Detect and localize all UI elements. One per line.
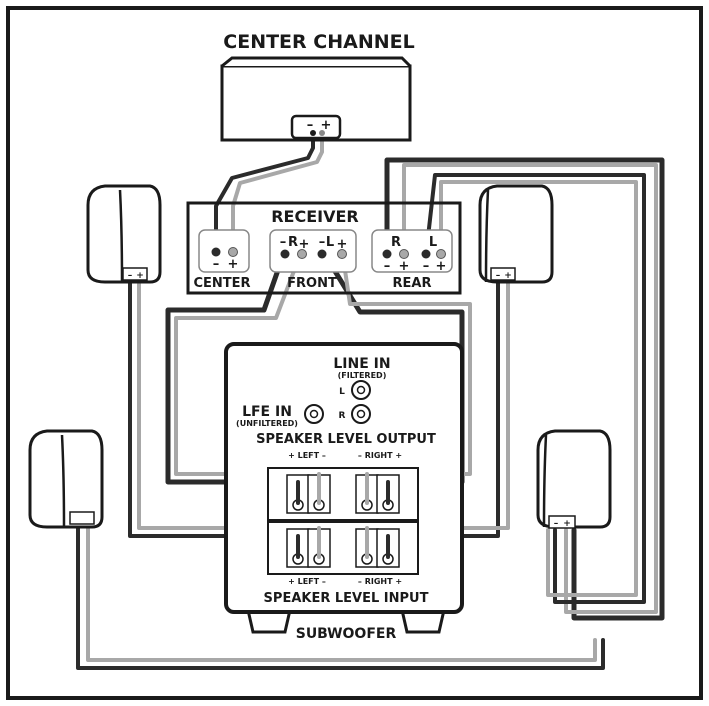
terminal-wire-ends xyxy=(296,472,390,559)
speaker-rear-right: – + xyxy=(536,429,612,529)
svg-text:+: + xyxy=(136,271,144,281)
wire-rear-right-light xyxy=(402,163,658,614)
svg-text:+: + xyxy=(228,257,239,272)
svg-text:–: – xyxy=(319,235,326,250)
svg-text:+: + xyxy=(436,259,447,274)
speaker-front-left: – + xyxy=(86,184,162,284)
subwoofer-label: SUBWOOFER xyxy=(296,626,397,642)
svg-text:L: L xyxy=(339,387,345,397)
svg-text:+: + xyxy=(563,519,571,529)
line-in-label: LINE IN xyxy=(333,356,390,372)
receiver-rear-terminals xyxy=(371,229,453,273)
center-channel-title: CENTER CHANNEL xyxy=(223,31,414,53)
svg-text:–: – xyxy=(213,257,220,272)
center-channel-speaker: – + xyxy=(220,56,412,142)
svg-text:R: R xyxy=(339,411,346,421)
svg-text:+: + xyxy=(321,118,332,133)
svg-text:–: – xyxy=(384,259,391,274)
wire-rear-left-dark xyxy=(424,173,646,604)
speaker-level-input-label: SPEAKER LEVEL INPUT xyxy=(264,591,429,606)
svg-text:– RIGHT +: – RIGHT + xyxy=(358,451,402,460)
svg-text:–: – xyxy=(128,271,133,281)
svg-text:–: – xyxy=(554,519,559,529)
receiver: RECEIVER – + CENTER – R + – L + FRONT R … xyxy=(186,201,462,295)
receiver-center-terminals xyxy=(198,229,250,273)
speaker-rear-left xyxy=(28,429,104,529)
svg-text:–: – xyxy=(423,259,430,274)
svg-text:(UNFILTERED): (UNFILTERED) xyxy=(236,419,298,428)
svg-text:R: R xyxy=(391,235,401,250)
receiver-front-terminals xyxy=(269,229,357,273)
wire-center-light xyxy=(231,133,324,252)
wire-left-rear-dark xyxy=(76,523,605,670)
speaker-front-right: – + xyxy=(478,184,554,284)
svg-text:+ LEFT –: + LEFT – xyxy=(288,451,326,460)
wire-rear-left-light xyxy=(439,180,638,597)
receiver-center-label: CENTER xyxy=(193,276,250,291)
svg-text:L: L xyxy=(429,235,437,250)
svg-text:+: + xyxy=(337,237,348,252)
wire-left-rear-light xyxy=(86,523,597,662)
svg-text:–: – xyxy=(496,271,501,281)
svg-text:L: L xyxy=(326,235,334,250)
svg-text:+: + xyxy=(299,237,310,252)
svg-text:R: R xyxy=(288,235,298,250)
receiver-front-label: FRONT xyxy=(287,276,337,291)
svg-text:+: + xyxy=(504,271,512,281)
svg-text:(FILTERED): (FILTERED) xyxy=(338,371,387,380)
speaker-level-output-label: SPEAKER LEVEL OUTPUT xyxy=(256,432,436,447)
svg-text:– RIGHT +: – RIGHT + xyxy=(358,577,402,586)
svg-text:+ LEFT –: + LEFT – xyxy=(288,577,326,586)
receiver-title: RECEIVER xyxy=(271,207,359,226)
receiver-rear-label: REAR xyxy=(393,276,432,291)
svg-text:–: – xyxy=(307,118,314,133)
wire-center-dark xyxy=(214,133,315,252)
lfe-in-label: LFE IN xyxy=(242,404,292,420)
svg-text:–: – xyxy=(280,235,287,250)
svg-text:+: + xyxy=(399,259,410,274)
subwoofer: LINE IN (FILTERED) L R LFE IN (UNFILTERE… xyxy=(224,342,464,634)
center-channel-terminal xyxy=(290,114,342,140)
